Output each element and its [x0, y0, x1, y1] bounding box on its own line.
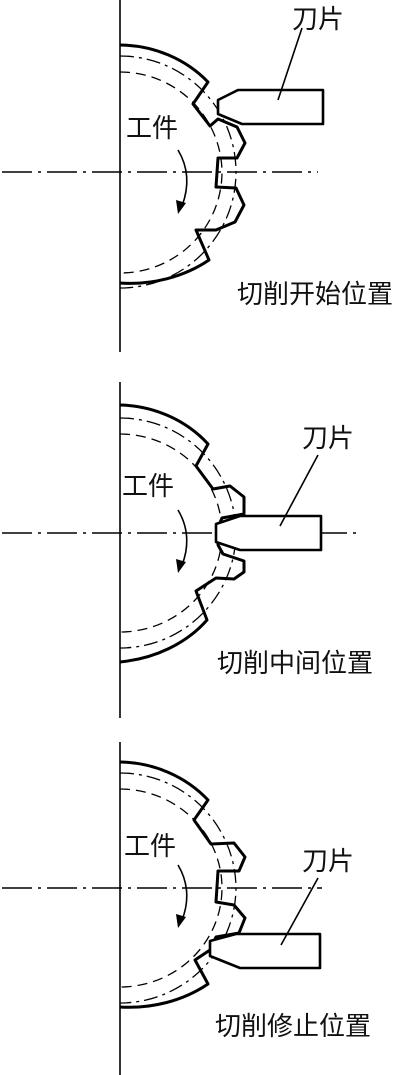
pitch-circle — [119, 772, 237, 1004]
rotation-arrowhead — [176, 914, 186, 928]
blade — [208, 932, 322, 970]
stage-label: 切削开始位置 — [237, 280, 393, 310]
workpiece-gear-outline — [119, 403, 246, 664]
rotation-arrowhead — [176, 559, 186, 573]
workpiece-label: 工件 — [126, 114, 178, 144]
rotation-arrow — [177, 864, 188, 921]
rotation-arrowhead — [176, 200, 186, 214]
panel-cutting-start: 工件 刀片 切削开始位置 — [2, 0, 393, 352]
blade — [214, 514, 323, 552]
panel-cutting-middle: 工件 刀片 切削中间位置 — [2, 382, 373, 718]
stage-label: 切削中间位置 — [217, 649, 373, 679]
stage-label: 切削修止位置 — [215, 1012, 371, 1042]
root-circle — [119, 433, 223, 633]
blade-label: 刀片 — [302, 424, 354, 454]
blade — [216, 88, 325, 126]
blade-label: 刀片 — [292, 5, 344, 35]
workpiece-label: 工件 — [124, 832, 176, 862]
root-circle — [119, 71, 223, 274]
workpiece-gear-outline — [119, 43, 247, 285]
rotation-arrow — [177, 149, 188, 207]
blade-leader-line — [277, 27, 303, 101]
root-circle — [119, 788, 223, 988]
blade-leader-line — [279, 454, 319, 527]
workpiece-label: 工件 — [122, 472, 174, 502]
pitch-circle — [119, 55, 237, 289]
blade-leader-line — [280, 877, 319, 946]
panel-cutting-finish: 工件 刀片 切削修止位置 — [2, 742, 371, 1075]
blade-label: 刀片 — [302, 847, 354, 877]
workpiece-gear-outline — [119, 760, 247, 1009]
rotation-arrow — [177, 509, 188, 566]
